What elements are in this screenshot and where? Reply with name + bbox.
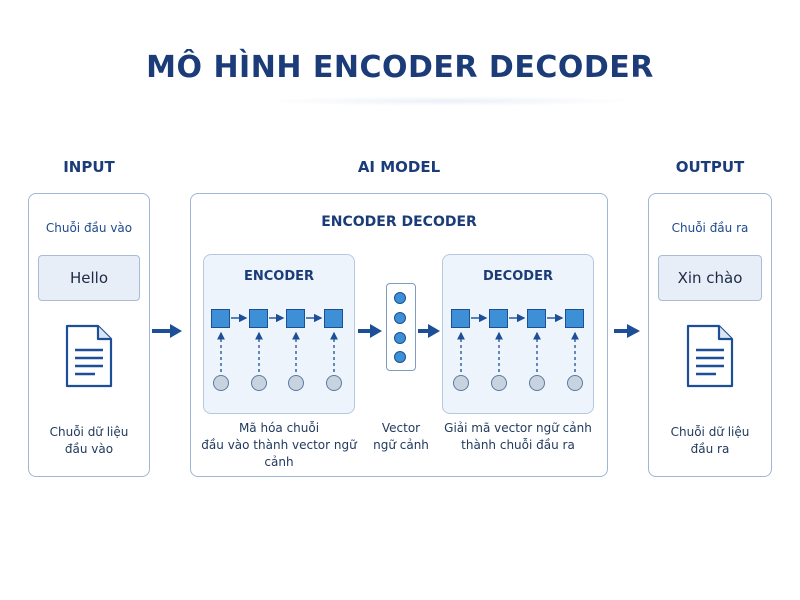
encoder-cell [249, 309, 268, 328]
title-underline-glow [260, 96, 640, 106]
context-vector [386, 283, 416, 371]
vector-caption-line1: Vector [381, 421, 421, 435]
vector-element [394, 292, 406, 304]
decoder-input-node [567, 375, 583, 391]
decoder-caption-line2: thành chuỗi đầu ra [461, 438, 575, 452]
vector-caption-line2: ngữ cảnh [373, 438, 429, 452]
output-heading: OUTPUT [675, 158, 745, 176]
model-heading: AI MODEL [357, 158, 441, 176]
encoder-input-node [213, 375, 229, 391]
encoder-input-node [326, 375, 342, 391]
input-value-field: Hello [38, 255, 140, 301]
vector-element [394, 332, 406, 344]
encoder-caption-line2: đầu vào thành vector ngữ cảnh [201, 438, 357, 469]
model-box-title: ENCODER DECODER [321, 214, 477, 230]
vector-element [394, 351, 406, 363]
decoder-cell [527, 309, 546, 328]
decoder-cell [565, 309, 584, 328]
encoder-cell [211, 309, 230, 328]
encoder-cell [286, 309, 305, 328]
decoder-cell [489, 309, 508, 328]
input-caption-line1: Chuỗi dữ liệu [49, 425, 129, 439]
input-panel: Chuỗi đầu vào Hello Chuỗi dữ liệu đầu và… [28, 193, 150, 477]
decoder-cell [451, 309, 470, 328]
decoder-caption-line1: Giải mã vector ngữ cảnh [444, 421, 592, 435]
output-label: Chuỗi đầu ra [671, 221, 749, 235]
encoder-title: ENCODER [243, 269, 315, 284]
input-heading: INPUT [63, 158, 115, 176]
encoder-cell [324, 309, 343, 328]
decoder-input-node [453, 375, 469, 391]
document-icon [685, 324, 735, 388]
arrow-right-icon [614, 324, 640, 338]
page-title: MÔ HÌNH ENCODER DECODER [146, 50, 654, 85]
vector-element [394, 312, 406, 324]
decoder-title: DECODER [483, 269, 553, 284]
output-caption-line1: Chuỗi dữ liệu [670, 425, 750, 439]
encoder-input-node [288, 375, 304, 391]
document-icon [64, 324, 114, 388]
arrow-right-icon [152, 324, 182, 338]
encoder-input-node [251, 375, 267, 391]
input-caption-line2: đầu vào [64, 442, 114, 456]
output-caption-line2: đầu ra [690, 442, 730, 456]
arrow-right-icon [358, 324, 382, 338]
decoder-input-node [491, 375, 507, 391]
arrow-right-icon [418, 324, 440, 338]
encoder-caption-line1: Mã hóa chuỗi [238, 421, 320, 435]
decoder-input-node [529, 375, 545, 391]
input-label: Chuỗi đầu vào [45, 221, 133, 235]
output-value-field: Xin chào [658, 255, 762, 301]
output-panel: Chuỗi đầu ra Xin chào Chuỗi dữ liệu đầu … [648, 193, 772, 477]
